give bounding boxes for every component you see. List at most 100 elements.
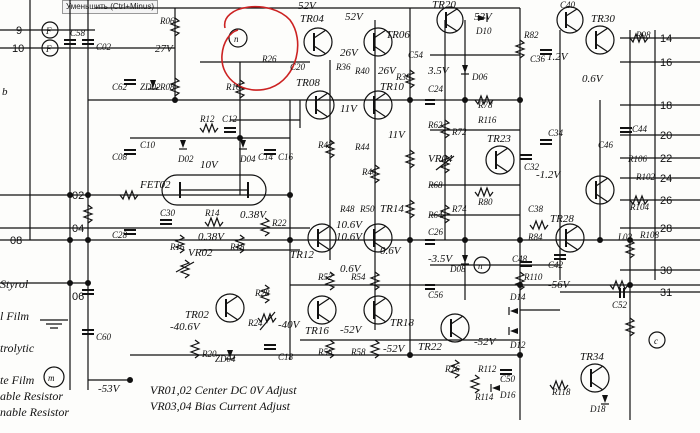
capacitor-c44 (620, 127, 632, 133)
label-r106: R110 (523, 272, 543, 282)
capacitor-symbols (64, 39, 632, 375)
pin-04: 04 (72, 223, 84, 235)
resistor-r58 (369, 339, 381, 359)
resistor-r16 (174, 234, 186, 254)
thermal-sensor-icon (228, 28, 248, 48)
label-tr10: TR10 (380, 81, 404, 93)
label-r56: R56 (317, 347, 333, 357)
resistor-r84 (529, 219, 549, 231)
thermal-sensor-icon-2 (473, 256, 491, 274)
label-r36: R36 (335, 62, 351, 72)
resistor-r74 (439, 204, 451, 224)
label-c14: C14 (258, 152, 274, 162)
voltage-neg-52v-a: -52V (340, 324, 363, 336)
capacitor-c42 (554, 254, 566, 260)
capacitor-c62 (124, 79, 136, 85)
zoom-out-tooltip: Уменьшить (Ctrl+Minus) (62, 0, 158, 14)
voltage-0-38v-b: 0.38V (198, 231, 225, 243)
resistor-r116 (624, 317, 636, 337)
resistor-r76 (449, 359, 461, 379)
thermal-symbols: n n c m (40, 28, 666, 388)
adjust-notes: VR01,02 Center DC 0V Adjust VR03,04 Bias… (150, 383, 297, 413)
resistor-r80 (474, 186, 494, 198)
pin-24: 24 (660, 173, 672, 185)
diode-d14 (508, 307, 518, 315)
pin-18: 18 (660, 100, 672, 112)
diode-d02 (179, 140, 187, 150)
label-r24: R24 (247, 318, 263, 328)
label-r18: R18 (229, 242, 245, 252)
label-r68: R68 (427, 180, 443, 190)
label-c12: C12 (222, 114, 238, 124)
label-c44: C44 (632, 124, 648, 134)
label-tr16: TR16 (305, 325, 329, 337)
label-r104: R108 (639, 230, 659, 240)
capacitor-c14 (264, 149, 276, 155)
label-c28: C28 (112, 230, 128, 240)
junction-dots (67, 97, 633, 383)
transistor-tr34 (580, 363, 610, 393)
label-r06: R06 (159, 16, 175, 26)
transistor-tr04 (303, 27, 333, 57)
pin-b: b (2, 86, 8, 98)
legend-semi-variable-resistor: nable Resistor (0, 405, 69, 419)
label-c32: C32 (524, 162, 540, 172)
resistor-r54 (369, 271, 381, 291)
capacitor-c12 (224, 127, 236, 133)
label-r26: R26 (261, 54, 277, 64)
resistor-r42 (324, 139, 336, 159)
transistor-tr06 (363, 27, 393, 57)
label-c20: C20 (290, 62, 306, 72)
capacitor-c32 (520, 154, 532, 160)
voltage-neg-53v: -53V (98, 383, 121, 395)
voltage-52v-c: 52V (474, 11, 493, 23)
label-r16: R16 (169, 242, 185, 252)
diode-d04 (239, 140, 247, 150)
resistor-r78 (474, 94, 494, 106)
voltage-11v-b: 11V (388, 129, 406, 141)
label-r78: R78 (477, 100, 493, 110)
label-r82: R82 (523, 30, 539, 40)
transistor-symbols (161, 6, 615, 393)
voltage-1-2v: 1.2V (547, 51, 569, 63)
resistor-r100 (629, 194, 649, 206)
label-vr04: VR04 (428, 153, 453, 165)
label-d14: D14 (509, 292, 526, 302)
capacitor-c58 (64, 39, 76, 45)
voltage-27v: 27V (155, 43, 174, 55)
annotation-circle (221, 5, 299, 91)
label-c60: C60 (96, 332, 112, 342)
label-tr23: TR23 (487, 133, 511, 145)
capacitor-c48 (520, 261, 532, 267)
label-r28: R28 (254, 288, 270, 298)
resistor-r82 (514, 39, 526, 59)
pin-08: 08 (10, 235, 22, 247)
transistor-tr28 (555, 223, 585, 253)
trimmer-vr02 (175, 259, 195, 279)
label-vr02: VR02 (188, 247, 213, 259)
label-r54: R54 (350, 272, 366, 282)
transistor-tr18 (363, 295, 393, 325)
label-r76: R76 (444, 364, 460, 374)
label-c18: C18 (278, 352, 294, 362)
label-r08: R08 (159, 82, 175, 92)
connector-f-1 (41, 21, 59, 39)
trimmer-r24 (257, 311, 277, 331)
voltage-neg-52v-c: -52V (474, 336, 497, 348)
label-tr14: TR14 (380, 203, 404, 215)
voltage-10v: 10V (200, 159, 219, 171)
legend-electrolytic: trolytic (0, 341, 35, 355)
zener-zd02 (148, 80, 159, 90)
label-c26: C26 (428, 227, 444, 237)
label-d04: D04 (239, 154, 256, 164)
pin-02: 02 (72, 190, 84, 202)
heatsink-symbol-icon (43, 366, 65, 388)
legend-metal-film: te Film (0, 373, 35, 387)
pin-06: 06 (72, 291, 84, 303)
resistor-r48 (404, 199, 416, 219)
label-r22: R22 (271, 218, 287, 228)
connector-f-1-label: F (45, 26, 52, 36)
trimmer-symbols (175, 154, 455, 331)
component-legend: Styrol l Film trolytic te Film able Resi… (0, 277, 69, 419)
